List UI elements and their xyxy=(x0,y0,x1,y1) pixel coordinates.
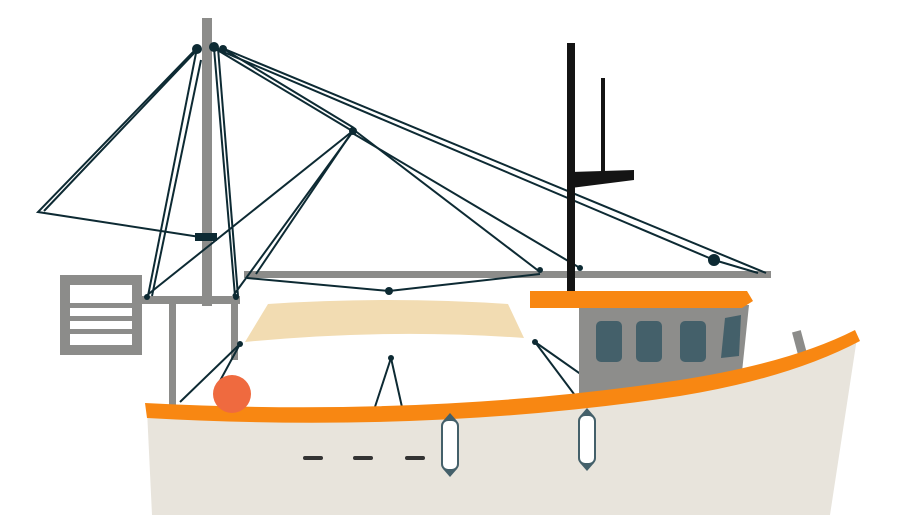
net-slat-1 xyxy=(70,303,132,308)
fender-left-top xyxy=(443,413,457,421)
wheelhouse-mast xyxy=(567,43,634,293)
mast-leg-right xyxy=(231,300,238,360)
canopy-rope-top-right xyxy=(388,273,541,292)
main-mast xyxy=(140,18,240,410)
canopy-rope-top-left xyxy=(246,277,390,292)
rig-left-spar-outline xyxy=(35,47,201,238)
canopy-knot-center xyxy=(388,355,394,361)
net-frame xyxy=(60,275,142,355)
rig-block-boom-1 xyxy=(537,267,543,273)
canopy-knot-right xyxy=(532,339,538,345)
rig-far-stay xyxy=(713,259,759,274)
antenna-pole xyxy=(601,78,605,178)
fender-right-top xyxy=(580,408,594,416)
mast-leg-left xyxy=(169,300,176,410)
bow-post xyxy=(792,330,807,356)
wheelhouse-window-3 xyxy=(680,321,706,362)
hull-dash-1 xyxy=(303,456,323,460)
rig-mid-to-left-1 xyxy=(145,129,355,297)
fender-right-bottom xyxy=(580,463,594,471)
fender-right xyxy=(578,408,596,471)
rig-mast-to-net-2 xyxy=(151,59,202,297)
boom xyxy=(244,271,771,278)
net-slat-2 xyxy=(70,316,132,321)
hull-dash-3 xyxy=(405,456,425,460)
rigging xyxy=(35,47,767,297)
mast-flag xyxy=(571,170,634,188)
wheelhouse-window-1 xyxy=(596,321,622,362)
hull xyxy=(147,338,857,515)
fender-right-body xyxy=(578,414,596,465)
rig-top-to-far-1 xyxy=(213,47,715,261)
canopy-rope-left-1 xyxy=(179,343,241,403)
hull-dashes xyxy=(303,456,425,460)
rig-weight xyxy=(195,233,217,241)
mast-crossbar xyxy=(140,296,240,304)
wheelhouse-window-2 xyxy=(636,321,662,362)
fender-left-bottom xyxy=(443,469,457,477)
rigging-blocks xyxy=(144,42,720,300)
wheelhouse xyxy=(530,291,753,410)
rig-top-to-mid-1 xyxy=(213,47,355,133)
fender-left xyxy=(441,413,459,477)
fender-left-body xyxy=(441,419,459,471)
rig-block-top-mid xyxy=(209,42,219,52)
hull-dash-2 xyxy=(353,456,373,460)
wheelhouse-roof xyxy=(530,291,753,308)
rig-block-top-left xyxy=(192,44,202,54)
rig-mast-down-1 xyxy=(213,47,236,297)
canopy-knot-left xyxy=(237,341,243,347)
canopy-knot-top xyxy=(385,287,393,295)
canopy-knots xyxy=(237,287,538,361)
rig-block-mid xyxy=(349,127,357,135)
rig-mid-to-boom-1 xyxy=(353,129,541,273)
wheelhouse-window-4 xyxy=(721,315,741,358)
rig-mid-to-left-3 xyxy=(255,131,353,275)
rig-block-net xyxy=(144,294,150,300)
rig-block-far xyxy=(708,254,720,266)
rig-mid-to-boom-2 xyxy=(353,133,581,269)
rig-block-top-right xyxy=(219,45,227,53)
rig-top-to-far-2 xyxy=(221,47,767,274)
rig-block-leg xyxy=(233,294,239,300)
deck-canopy xyxy=(245,300,524,342)
hull-stripe xyxy=(145,330,860,423)
rig-left-spar-inner xyxy=(43,49,198,212)
rig-block-boom-2 xyxy=(577,265,583,271)
main-mast-pole xyxy=(202,18,212,306)
net-frame-inner xyxy=(70,285,132,345)
net-slat-3 xyxy=(70,329,132,334)
rig-mast-down-2 xyxy=(217,47,239,297)
buoy xyxy=(213,375,251,413)
wheelhouse-mast-pole xyxy=(567,43,575,293)
rig-mast-to-net-1 xyxy=(147,47,198,297)
